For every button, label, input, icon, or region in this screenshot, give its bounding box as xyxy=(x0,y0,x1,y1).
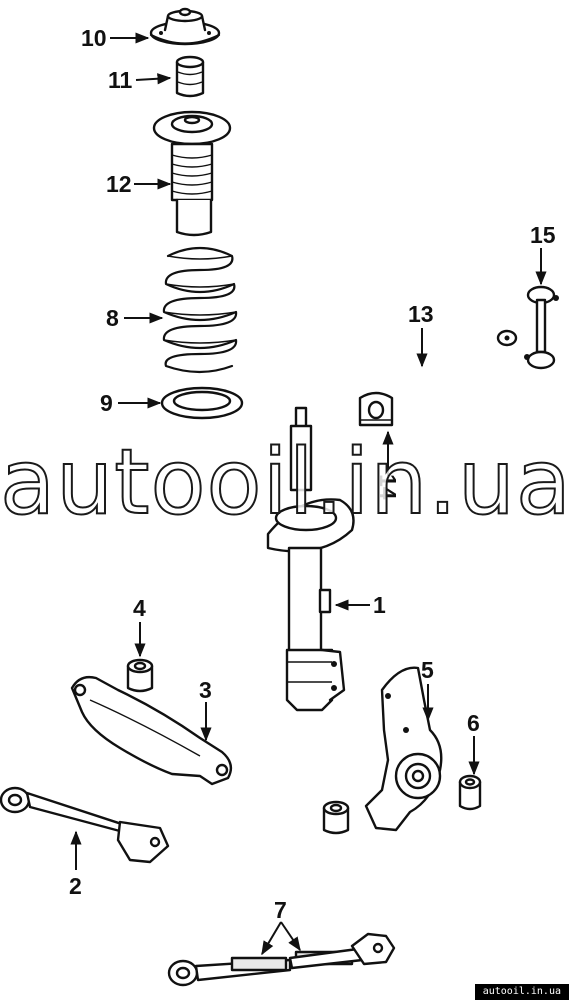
stabilizer-link-part xyxy=(524,285,559,370)
callout-4: 4 xyxy=(133,595,146,621)
footer-credit[interactable]: autooil.in.ua xyxy=(474,984,569,1000)
callout-10: 10 xyxy=(81,25,107,51)
bump-stop-part xyxy=(175,55,205,98)
callout-labels: 10 11 12 8 9 13 15 14 1 4 3 5 6 2 7 xyxy=(69,25,556,923)
callout-2: 2 xyxy=(69,873,82,899)
stabilizer-bar-part xyxy=(263,283,518,373)
callout-3: 3 xyxy=(199,677,212,703)
arm-bushing-part xyxy=(126,658,154,693)
leader-7b xyxy=(280,921,301,952)
callout-1: 1 xyxy=(373,592,386,618)
callout-9: 9 xyxy=(100,390,113,416)
dust-boot-part xyxy=(152,110,232,237)
lower-control-arm-part xyxy=(70,675,233,786)
strut-assembly-part xyxy=(266,406,355,712)
spring-insulator-part xyxy=(160,386,244,420)
callout-13: 13 xyxy=(408,301,434,327)
lateral-link-part xyxy=(167,932,396,987)
strut-mount-part xyxy=(149,7,221,46)
callout-6: 6 xyxy=(467,710,480,736)
leader-7a xyxy=(261,921,282,956)
stabilizer-bushing-part xyxy=(358,391,394,427)
knuckle-lower-bushing-part xyxy=(322,800,350,835)
leader-arrows xyxy=(70,32,547,956)
leader-11 xyxy=(135,73,172,85)
callout-14: 14 xyxy=(375,474,401,500)
steering-knuckle-part xyxy=(364,666,443,832)
callout-12: 12 xyxy=(106,171,132,197)
coil-spring-part xyxy=(162,246,238,374)
trailing-link-part xyxy=(0,786,170,864)
callout-11: 11 xyxy=(108,67,133,93)
callout-8: 8 xyxy=(106,305,119,331)
callout-7: 7 xyxy=(274,897,287,923)
callout-15: 15 xyxy=(530,222,556,248)
callout-5: 5 xyxy=(421,657,434,683)
knuckle-bushing-part xyxy=(458,774,482,811)
